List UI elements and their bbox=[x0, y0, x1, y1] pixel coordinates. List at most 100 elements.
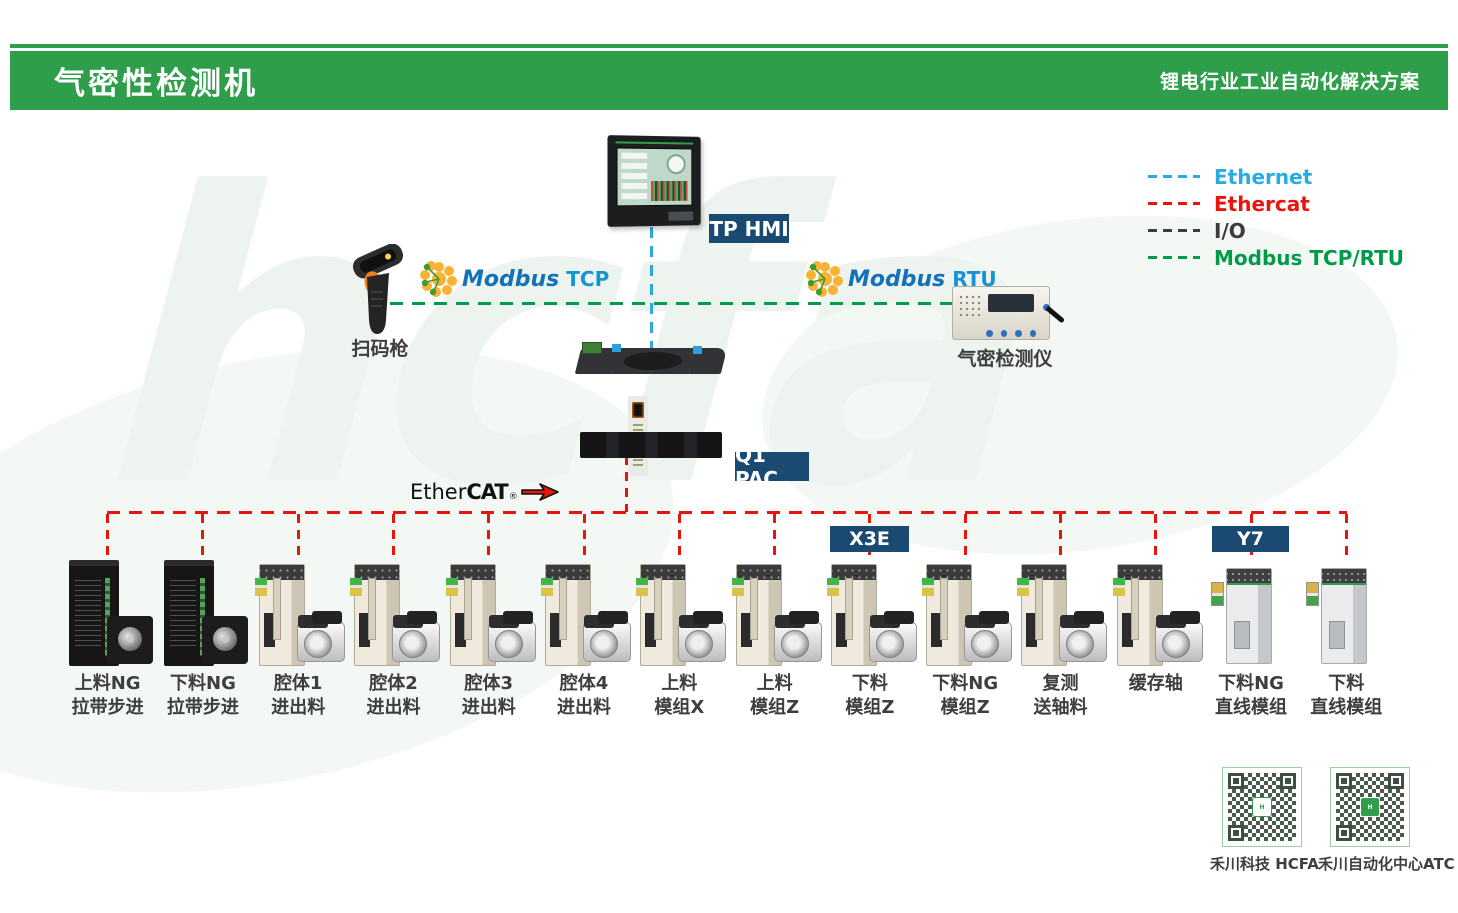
drive-label-line2: 进出料 bbox=[557, 697, 612, 719]
legend-label: Ethernet bbox=[1214, 164, 1313, 189]
drive-label: 下料NG 模组Z bbox=[932, 672, 998, 721]
drive-label-line1: 腔体1 bbox=[273, 673, 323, 694]
qr-pattern: H bbox=[1228, 773, 1296, 841]
compact-drive-image bbox=[1204, 558, 1298, 670]
drive-node-6: 腔体4 进出料 bbox=[536, 514, 632, 721]
modbus-line-scanner-to-tester bbox=[390, 302, 957, 305]
ethercat-drop-line bbox=[106, 514, 110, 558]
drive-node-7: 上料 模组X bbox=[632, 514, 727, 721]
pac-io-slots bbox=[580, 432, 722, 458]
drive-node-3: 腔体1 进出料 bbox=[251, 514, 346, 721]
drive-label: 上料 模组Z bbox=[750, 672, 799, 721]
drive-label-line1: 下料NG bbox=[170, 673, 236, 694]
tester-label: 气密检测仪 bbox=[957, 348, 1053, 370]
ethercat-drop-line bbox=[1344, 514, 1348, 558]
modbus-rtu-logo: Modbus RTU bbox=[806, 260, 997, 298]
pac-connector bbox=[693, 346, 702, 354]
pac-body bbox=[572, 370, 730, 476]
legend-label: I/O bbox=[1214, 218, 1246, 243]
drive-label-line2: 模组Z bbox=[845, 697, 895, 719]
stepper-drive-image bbox=[156, 558, 250, 670]
drive-label: 上料NG 拉带步进 bbox=[72, 672, 144, 721]
modbus-gear-icon bbox=[420, 261, 457, 297]
hmi-screen bbox=[616, 147, 693, 207]
drive-label-line2: 直线模组 bbox=[1215, 697, 1288, 719]
legend-row-modbus: Modbus TCP/RTU bbox=[1148, 244, 1404, 271]
ethercat-line-pac-to-bus bbox=[625, 456, 628, 512]
legend-row-ethercat: Ethercat bbox=[1148, 190, 1404, 217]
ethercat-drop-line bbox=[582, 514, 586, 558]
drive-label-line2: 模组Z bbox=[940, 697, 990, 719]
drive-label: 下料NG 直线模组 bbox=[1215, 672, 1287, 721]
tester-keypad bbox=[958, 294, 982, 318]
pac-terminal-block bbox=[582, 342, 602, 354]
drive-label-line2: 拉带步进 bbox=[71, 697, 144, 719]
servo-drive-image bbox=[346, 558, 441, 670]
modbus-suffix-text: TCP bbox=[566, 267, 610, 291]
legend-row-ethernet: Ethernet bbox=[1148, 163, 1404, 190]
page-subtitle: 锂电行业工业自动化解决方案 bbox=[1159, 71, 1420, 93]
drive-label-line1: 腔体4 bbox=[559, 673, 609, 694]
airtightness-tester-image bbox=[952, 282, 1066, 344]
drive-label-line1: 下料 bbox=[851, 673, 888, 694]
servo-drive-image bbox=[823, 558, 917, 670]
qr-label: 禾川自动化中心ATC bbox=[1318, 855, 1455, 873]
drive-label: 下料NG 拉带步进 bbox=[167, 672, 239, 721]
drive-label: 腔体3 进出料 bbox=[462, 672, 516, 721]
servo-drive-image bbox=[442, 558, 536, 670]
ethercat-drop-line bbox=[296, 514, 300, 558]
page-title: 气密性检测机 bbox=[54, 66, 258, 102]
servo-drive-image bbox=[251, 558, 346, 670]
ethercat-arrow-icon bbox=[520, 483, 559, 501]
ethercat-reg-mark: ® bbox=[508, 492, 518, 502]
hmi-panel-image bbox=[607, 135, 701, 227]
drive-label: 腔体1 进出料 bbox=[271, 672, 325, 721]
drive-label-line1: 上料 bbox=[756, 673, 793, 694]
servo-drive-image bbox=[918, 558, 1013, 670]
drive-label-line1: 腔体2 bbox=[369, 673, 418, 694]
modbus-brand-text: Modbus bbox=[462, 266, 560, 292]
ethercat-drop-line bbox=[201, 514, 205, 558]
pac-fan bbox=[621, 352, 685, 370]
tester-knobs bbox=[986, 330, 1036, 338]
header-bar: 气密性检测机 锂电行业工业自动化解决方案 bbox=[10, 51, 1448, 110]
drive-node-13: 下料NG 直线模组 bbox=[1203, 514, 1298, 721]
legend-row-io: I/O bbox=[1148, 217, 1404, 244]
servo-drive-image bbox=[537, 558, 632, 670]
tester-screen bbox=[988, 294, 1034, 312]
qr-center-logo: H bbox=[1360, 797, 1380, 817]
qr-code-atc: H bbox=[1330, 767, 1410, 847]
modbus-suffix-text: RTU bbox=[952, 267, 997, 291]
line-legend: Ethernet Ethercat I/O Modbus TCP/RTU bbox=[1148, 163, 1404, 271]
stepper-drive-image bbox=[61, 558, 155, 670]
ethercat-text-bold: CAT bbox=[466, 480, 508, 504]
qr-pattern: H bbox=[1336, 773, 1404, 841]
drive-label: 腔体4 进出料 bbox=[557, 672, 611, 721]
drive-node-4: 腔体2 进出料 bbox=[346, 514, 441, 721]
ethercat-drop-line bbox=[963, 514, 967, 558]
header-accent-line bbox=[10, 44, 1448, 48]
drive-node-12: 缓存轴 bbox=[1108, 514, 1203, 721]
qr-block-atc: H 禾川自动化中心ATC bbox=[1318, 767, 1455, 874]
legend-label: Modbus TCP/RTU bbox=[1214, 245, 1405, 270]
drive-label: 下料 直线模组 bbox=[1310, 672, 1382, 721]
drive-label-line2: 模组X bbox=[654, 697, 705, 719]
modbus-gear-icon bbox=[806, 261, 843, 297]
drive-node-9: 下料 模组Z bbox=[822, 514, 917, 721]
ethercat-device-row: 上料NG 拉带步进 下料NG 拉带步进 腔体1 进出料 bbox=[60, 514, 1394, 721]
drive-label: 下料 模组Z bbox=[845, 672, 894, 721]
drive-label-line2: 送轴料 bbox=[1033, 697, 1088, 719]
ethercat-bus-line bbox=[107, 511, 1347, 514]
io-dash-swatch bbox=[1148, 229, 1200, 232]
qr-label: 禾川科技 HCFA bbox=[1210, 855, 1319, 873]
ethercat-drop-line bbox=[1058, 514, 1062, 558]
x3e-badge: X3E bbox=[830, 526, 909, 552]
ethernet-line-hmi-to-pac bbox=[650, 227, 653, 351]
drive-label-line1: 复测 bbox=[1042, 673, 1079, 694]
scanner-label: 扫码枪 bbox=[351, 338, 409, 360]
drive-label: 缓存轴 bbox=[1129, 672, 1183, 696]
drive-label: 上料 模组X bbox=[654, 672, 704, 721]
pac-connector bbox=[612, 344, 621, 352]
